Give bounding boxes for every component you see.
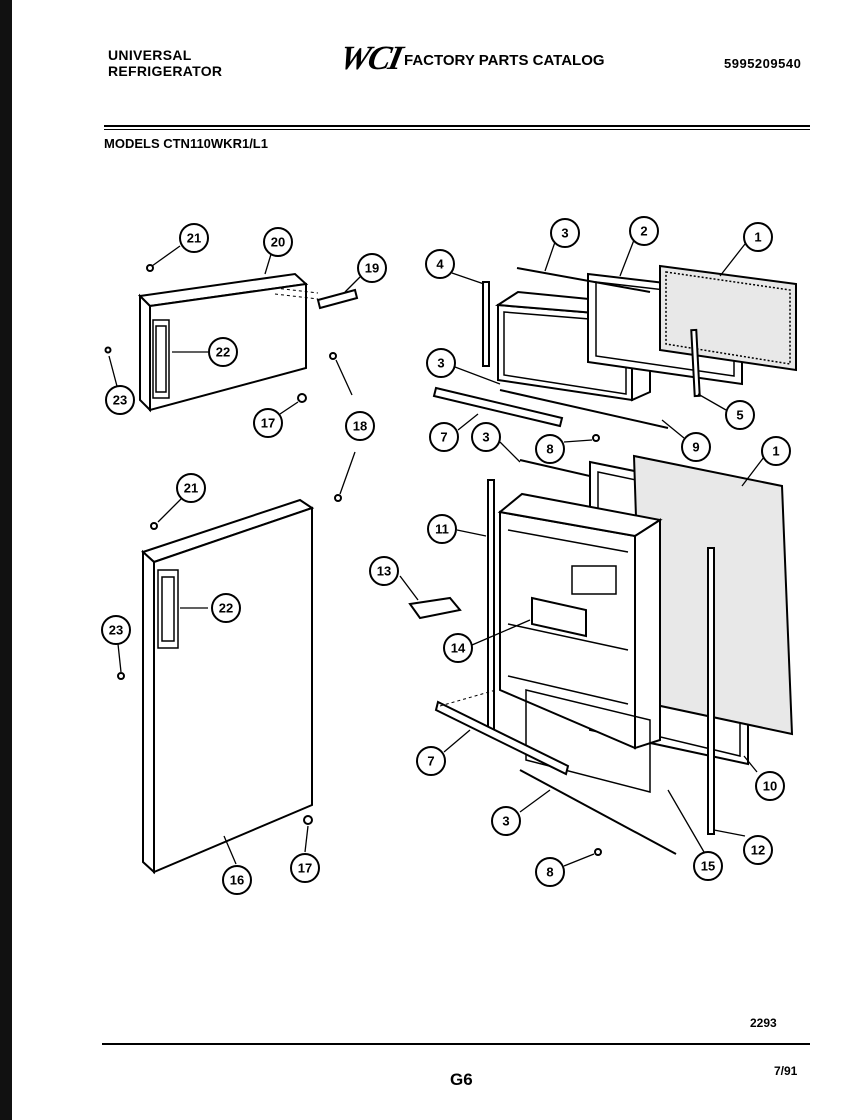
butter-dish-part [408,596,462,620]
gasket-strip-part [432,386,564,428]
leader-lines [108,239,765,867]
svg-text:14: 14 [451,641,466,656]
callout-13: 13 [369,556,399,586]
header-rule [104,125,810,127]
hinge-pin-part [316,288,359,310]
callout-15: 15 [693,851,723,881]
svg-text:1: 1 [772,444,779,459]
svg-text:18: 18 [353,419,367,434]
callout-22-freezer: 22 [208,337,238,367]
callout-10: 10 [755,771,785,801]
breaker-strip-part [516,267,651,293]
screw-part [104,346,112,354]
brand-block: UNIVERSAL REFRIGERATOR [108,47,222,79]
models-label: MODELS CTN110WKR1/L1 [104,136,268,151]
svg-text:23: 23 [109,623,123,638]
callout-3-bottom: 3 [491,806,521,836]
svg-text:2: 2 [640,224,647,239]
svg-text:5: 5 [736,408,743,423]
screw-part [146,264,154,272]
svg-text:20: 20 [271,235,285,250]
svg-text:3: 3 [561,226,568,241]
trim-part [487,479,495,735]
callout-1-top: 1 [743,222,773,252]
callout-23-freezer: 23 [105,385,135,415]
callout-21-fresh-food: 21 [176,473,206,503]
callout-12: 12 [743,835,773,865]
catalog-title: FACTORY PARTS CATALOG [404,52,605,69]
callout-3-top: 3 [550,218,580,248]
trim-part [707,547,715,835]
callout-1-lower: 1 [761,436,791,466]
svg-text:17: 17 [298,861,312,876]
svg-text:12: 12 [751,843,765,858]
callout-4: 4 [425,249,455,279]
svg-text:13: 13 [377,564,391,579]
brand-line-2: REFRIGERATOR [108,63,223,79]
svg-text:1: 1 [754,230,761,245]
catalog-number: 5995209540 [724,56,802,71]
revision-date: 7/91 [774,1064,798,1078]
svg-text:16: 16 [230,873,244,888]
svg-text:22: 22 [219,601,233,616]
screw-part [592,434,600,442]
assembly-guide [439,689,497,707]
callout-8-bottom: 8 [535,857,565,887]
svg-text:3: 3 [502,814,509,829]
footer-rule [102,1043,810,1045]
callout-3-mid: 3 [426,348,456,378]
scan-edge [0,0,12,1120]
svg-text:11: 11 [435,522,449,537]
trim-part [482,281,490,367]
svg-text:9: 9 [692,440,699,455]
callout-20: 20 [263,227,293,257]
svg-text:7: 7 [427,754,434,769]
callout-3-lower: 3 [471,422,501,452]
shelf-bracket-part [531,596,587,638]
svg-text:8: 8 [546,865,553,880]
callout-14: 14 [443,633,473,663]
callout-21-freezer: 21 [179,223,209,253]
brand-line-1: UNIVERSAL [108,47,192,63]
hinge-part [297,352,356,825]
fresh-food-door-part [117,498,315,875]
svg-text:21: 21 [184,481,198,496]
svg-text:21: 21 [187,231,201,246]
callout-7-top: 7 [429,422,459,452]
callout-17-freezer: 17 [253,408,283,438]
callout-2: 2 [629,216,659,246]
svg-text:23: 23 [113,393,127,408]
svg-text:22: 22 [216,345,230,360]
drawing-reference: 2293 [750,1016,777,1030]
callout-22-fresh-food: 22 [211,593,241,623]
page-number: G6 [450,1070,473,1089]
callout-5: 5 [725,400,755,430]
callout-9: 9 [681,432,711,462]
gasket-strip-part [434,700,570,776]
callout-17-fresh-food: 17 [290,853,320,883]
svg-text:7: 7 [440,430,447,445]
callout-16: 16 [222,865,252,895]
header-rule-thin [104,129,810,130]
callout-11: 11 [427,514,457,544]
breaker-strip-part [519,769,677,855]
svg-text:8: 8 [546,442,553,457]
breaker-strip-part [499,389,669,429]
svg-text:17: 17 [261,416,275,431]
svg-text:4: 4 [436,257,444,272]
svg-text:3: 3 [482,430,489,445]
callout-8-top: 8 [535,434,565,464]
svg-text:3: 3 [437,356,444,371]
svg-text:10: 10 [763,779,777,794]
svg-text:19: 19 [365,261,379,276]
trim-part [690,328,701,398]
screw-part [594,848,602,856]
callout-18: 18 [345,411,375,441]
svg-text:15: 15 [701,859,715,874]
callout-19: 19 [357,253,387,283]
callout-23-fresh-food: 23 [101,615,131,645]
callout-7-bottom: 7 [416,746,446,776]
